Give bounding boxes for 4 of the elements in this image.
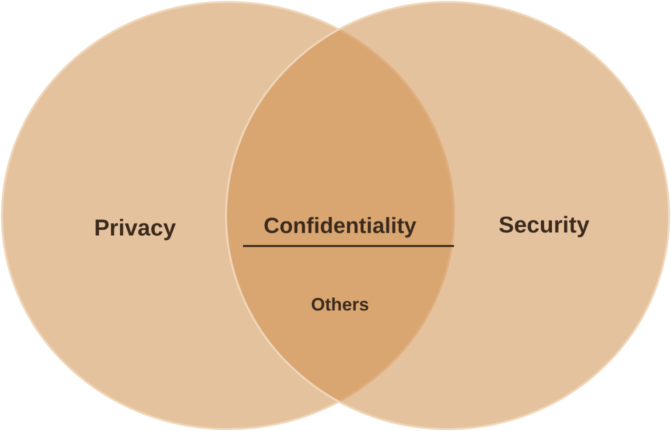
set-label: Privacy <box>94 214 176 242</box>
overlap-label: Confidentiality <box>264 213 416 239</box>
overlap-label: Others <box>310 294 370 316</box>
set-label: Security <box>498 212 590 238</box>
